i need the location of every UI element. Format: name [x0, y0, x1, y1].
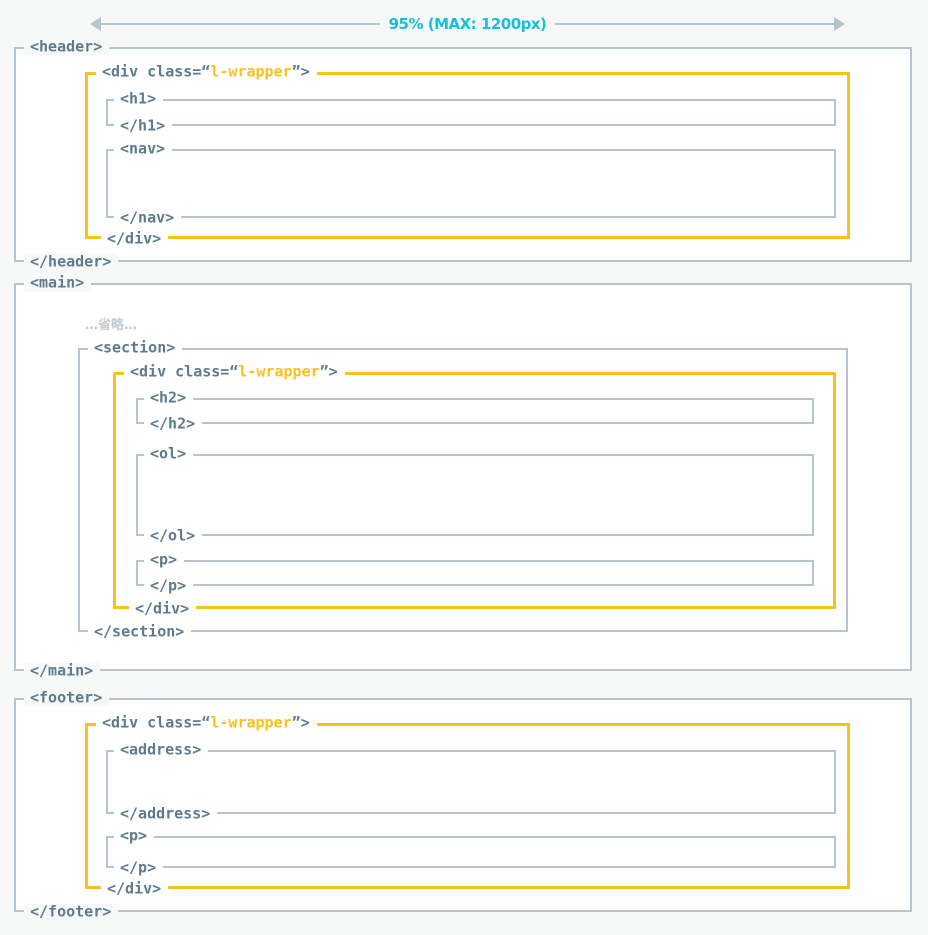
header-wrapper-close-tag: </div>	[101, 230, 169, 248]
wrapper-open-prefix: <div class=“	[130, 362, 239, 381]
address-box	[106, 750, 836, 814]
ol-close-tag: </ol>	[144, 527, 203, 545]
footer-open-tag: <footer>	[24, 689, 110, 707]
wrapper-open-suffix: ”>	[291, 62, 310, 81]
wrapper-open-prefix: <div class=“	[102, 62, 211, 81]
nav-box	[106, 149, 836, 218]
section-open-tag: <section>	[88, 339, 183, 357]
footer-close-tag: </footer>	[24, 903, 119, 921]
section-wrapper-close-tag: </div>	[129, 600, 197, 618]
width-ruler: 95% (MAX: 1200px)	[90, 12, 845, 36]
h2-close-tag: </h2>	[144, 415, 203, 433]
footer-wrapper-close-tag: </div>	[101, 880, 169, 898]
footer-wrapper-box	[85, 723, 850, 889]
p-box-main	[136, 560, 814, 586]
nav-close-tag: </nav>	[114, 209, 182, 227]
p-open-tag-footer: <p>	[114, 827, 155, 845]
header-wrapper-open-tag: <div class=“l-wrapper”>	[96, 62, 317, 81]
wrapper-open-suffix: ”>	[319, 362, 338, 381]
wrapper-open-prefix: <div class=“	[102, 713, 211, 732]
main-close-tag: </main>	[24, 662, 101, 680]
h2-open-tag: <h2>	[144, 389, 194, 407]
h1-open-tag: <h1>	[114, 90, 164, 108]
p-open-tag-main: <p>	[144, 551, 185, 569]
header-wrapper-box	[85, 72, 850, 239]
h2-box	[136, 398, 814, 424]
footer-wrapper-open-tag: <div class=“l-wrapper”>	[96, 713, 317, 732]
h1-close-tag: </h1>	[114, 117, 173, 135]
ol-box	[136, 454, 814, 536]
main-open-tag: <main>	[24, 274, 92, 292]
wrapper-open-suffix: ”>	[291, 713, 310, 732]
header-open-tag: <header>	[24, 38, 110, 56]
arrow-left-icon	[90, 17, 101, 31]
p-box-footer	[106, 836, 836, 868]
section-wrapper-box	[113, 372, 836, 609]
section-close-tag: </section>	[88, 623, 192, 641]
address-open-tag: <address>	[114, 741, 209, 759]
ruler-label: 95% (MAX: 1200px)	[379, 12, 556, 36]
wrapper-class-name: l-wrapper	[210, 713, 292, 732]
arrow-right-icon	[834, 17, 845, 31]
section-wrapper-open-tag: <div class=“l-wrapper”>	[124, 362, 345, 381]
ol-open-tag: <ol>	[144, 445, 194, 463]
header-close-tag: </header>	[24, 253, 119, 271]
p-close-tag-footer: </p>	[114, 859, 164, 877]
wrapper-class-name: l-wrapper	[238, 362, 320, 381]
h1-box	[106, 99, 836, 126]
p-close-tag-main: </p>	[144, 577, 194, 595]
nav-open-tag: <nav>	[114, 140, 173, 158]
wrapper-class-name: l-wrapper	[210, 62, 292, 81]
main-omitted-marker: …省略…	[85, 318, 138, 333]
address-close-tag: </address>	[114, 805, 218, 823]
